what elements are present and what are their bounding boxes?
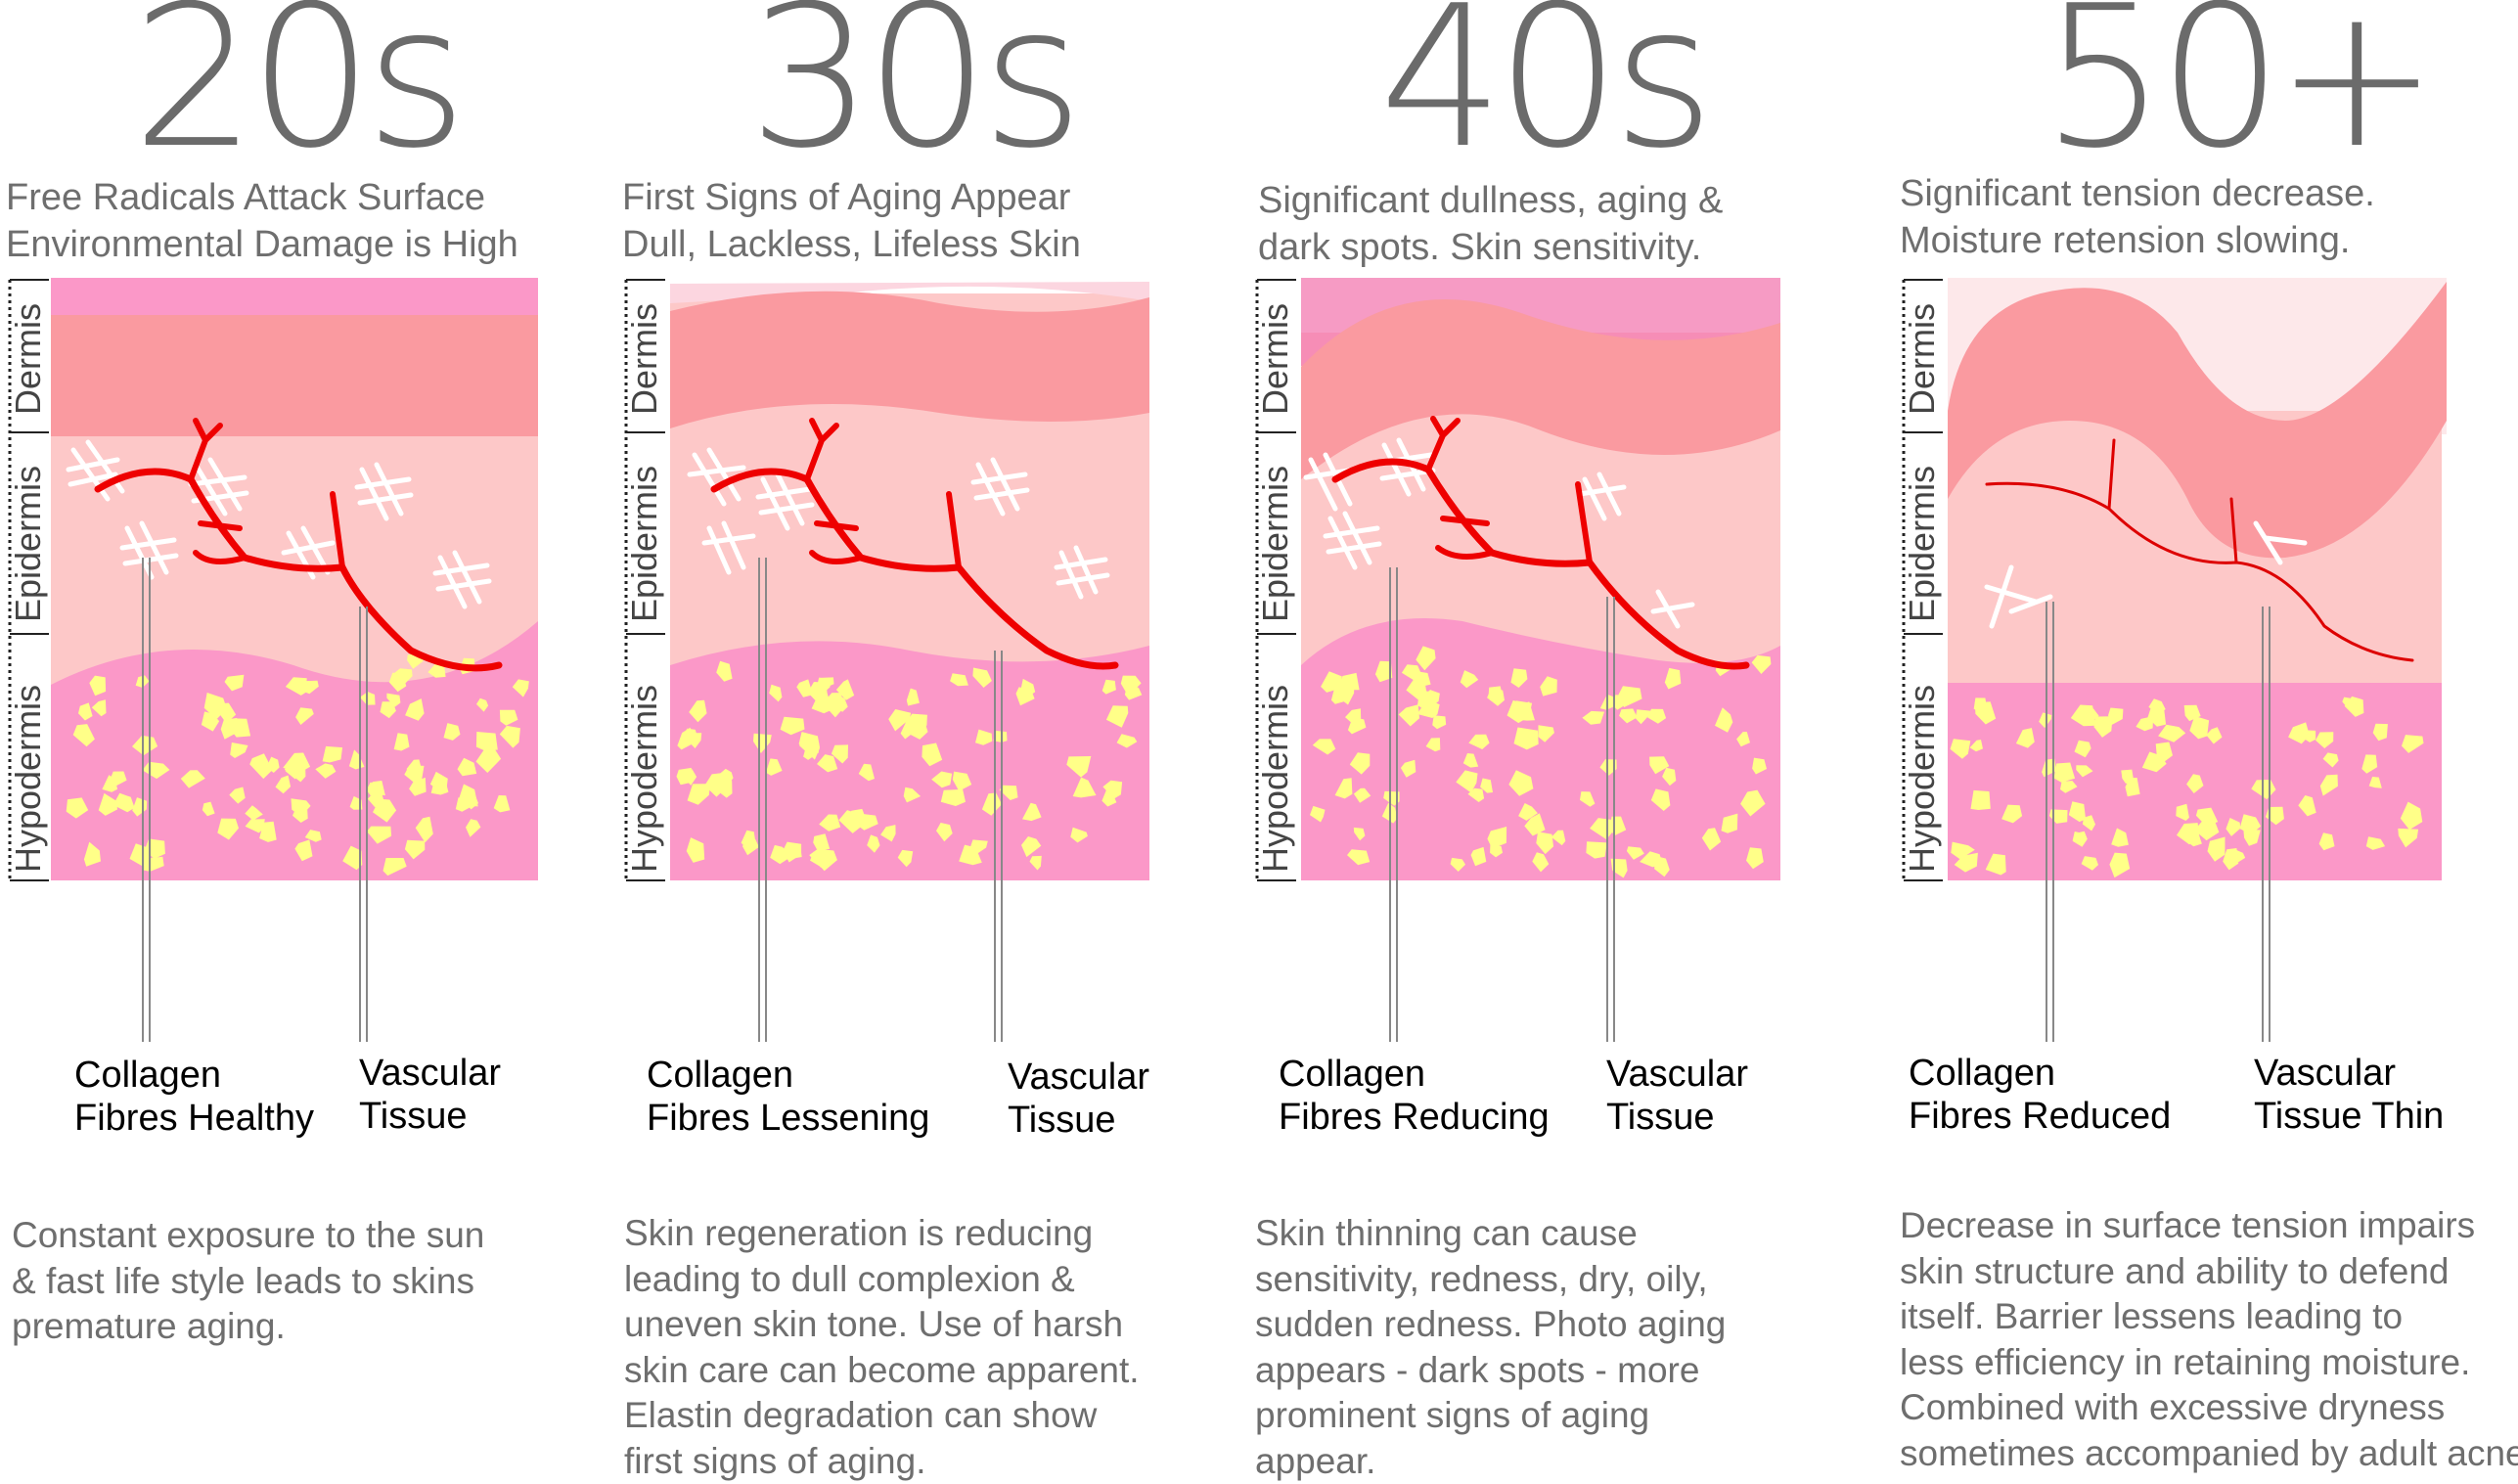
- panel-50plus: 50+ Significant tension decrease. Moistu…: [1900, 0, 2518, 1482]
- description-line: uneven skin tone. Use of harsh: [624, 1302, 1140, 1348]
- description-line: & fast life style leads to skins: [12, 1259, 484, 1305]
- description-line: sensitivity, redness, dry, oily,: [1255, 1257, 1726, 1303]
- dermis-label: Dermis: [1902, 303, 1942, 415]
- intro-line: Environmental Damage is High: [6, 221, 518, 268]
- surface-layer: [51, 278, 538, 315]
- description-line: Combined with excessive dryness: [1900, 1385, 2518, 1431]
- age-heading: 30s: [748, 0, 1076, 176]
- dermis-label: Dermis: [624, 303, 664, 415]
- description-line: Constant exposure to the sun: [12, 1213, 484, 1259]
- label-line: Tissue Thin: [2254, 1095, 2444, 1138]
- label-line: Collagen: [647, 1054, 929, 1097]
- vascular-label: Vascular Tissue: [1008, 1056, 1149, 1142]
- label-line: Tissue: [359, 1095, 501, 1138]
- description-line: skin care can become apparent.: [624, 1348, 1140, 1394]
- layer-bracket: Dermis Epidermis Hypodermis: [1902, 280, 1943, 880]
- description-line: Skin thinning can cause: [1255, 1211, 1726, 1257]
- intro-text: Free Radicals Attack Surface Environment…: [6, 174, 518, 268]
- hypodermis-label: Hypodermis: [1902, 685, 1942, 873]
- intro-text: Significant tension decrease. Moisture r…: [1900, 170, 2375, 264]
- intro-line: Moisture retension slowing.: [1900, 217, 2375, 264]
- intro-line: Significant tension decrease.: [1900, 170, 2375, 217]
- description-line: Decrease in surface tension impairs: [1900, 1203, 2518, 1249]
- layer-bracket: Dermis Epidermis Hypodermis: [1255, 280, 1296, 880]
- label-line: Fibres Healthy: [74, 1097, 314, 1140]
- description-line: prominent signs of aging: [1255, 1393, 1726, 1439]
- collagen-label: Collagen Fibres Lessening: [647, 1054, 929, 1140]
- collagen-label: Collagen Fibres Reducing: [1279, 1053, 1550, 1139]
- vascular-label: Vascular Tissue: [359, 1052, 501, 1138]
- dermis-label: Dermis: [8, 303, 48, 415]
- intro-text: First Signs of Aging Appear Dull, Lackle…: [622, 174, 1081, 268]
- label-line: Vascular: [359, 1052, 501, 1095]
- description-line: leading to dull complexion &: [624, 1257, 1140, 1303]
- hypodermis-label: Hypodermis: [624, 685, 664, 873]
- epidermis-label: Epidermis: [1255, 466, 1295, 622]
- intro-line: Significant dullness, aging &: [1258, 177, 1723, 224]
- label-line: Vascular: [1606, 1053, 1748, 1096]
- label-line: Tissue: [1008, 1099, 1149, 1142]
- fat-cell: [1971, 790, 1991, 810]
- epidermis-label: Epidermis: [624, 466, 664, 622]
- label-line: Collagen: [1909, 1052, 2171, 1095]
- fat-cell: [1974, 697, 1988, 711]
- layer-bracket: Dermis Epidermis Hypodermis: [8, 280, 49, 880]
- intro-line: First Signs of Aging Appear: [622, 174, 1081, 221]
- dermis-layer: [51, 315, 538, 436]
- description-line: appears - dark spots - more: [1255, 1348, 1726, 1394]
- label-line: Collagen: [74, 1054, 314, 1097]
- description-line: sudden redness. Photo aging: [1255, 1302, 1726, 1348]
- dermis-label: Dermis: [1255, 303, 1295, 415]
- vascular-label: Vascular Tissue: [1606, 1053, 1748, 1139]
- intro-line: Dull, Lackless, Lifeless Skin: [622, 221, 1081, 268]
- description-line: skin structure and ability to defend: [1900, 1249, 2518, 1295]
- description-line: Skin regeneration is reducing: [624, 1211, 1140, 1257]
- description: Skin thinning can cause sensitivity, red…: [1255, 1211, 1726, 1484]
- label-line: Fibres Reduced: [1909, 1095, 2171, 1138]
- label-line: Collagen: [1279, 1053, 1550, 1096]
- label-line: Fibres Lessening: [647, 1097, 929, 1140]
- description-line: sometimes accompanied by adult acne.: [1900, 1431, 2518, 1477]
- intro-line: dark spots. Skin sensitivity.: [1258, 224, 1723, 271]
- label-line: Fibres Reducing: [1279, 1096, 1550, 1139]
- skin-diagram: Dermis Epidermis Hypodermis: [0, 274, 548, 1037]
- panel-20s: 20s Free Radicals Attack Surface Environ…: [0, 0, 587, 1482]
- label-line: Vascular: [2254, 1052, 2444, 1095]
- hypodermis-label: Hypodermis: [8, 685, 48, 873]
- description-line: first signs of aging.: [624, 1439, 1140, 1484]
- dermis-layer: [670, 292, 1149, 428]
- panel-40s: 40s Significant dullness, aging & dark s…: [1247, 0, 1873, 1482]
- description: Skin regeneration is reducing leading to…: [624, 1211, 1140, 1484]
- hypodermis-label: Hypodermis: [1255, 685, 1295, 873]
- layer-bracket: Dermis Epidermis Hypodermis: [624, 280, 665, 880]
- description-line: less efficiency in retaining moisture.: [1900, 1340, 2518, 1386]
- description: Constant exposure to the sun & fast life…: [12, 1213, 484, 1350]
- age-heading: 40s: [1379, 0, 1707, 176]
- label-line: Tissue: [1606, 1096, 1748, 1139]
- skin-diagram: Dermis Epidermis Hypodermis: [616, 274, 1164, 1037]
- description-line: Elastin degradation can show: [624, 1393, 1140, 1439]
- intro-text: Significant dullness, aging & dark spots…: [1258, 177, 1723, 271]
- collagen-label: Collagen Fibres Healthy: [74, 1054, 314, 1140]
- skin-diagram: Dermis Epidermis Hypodermis: [1247, 274, 1795, 1037]
- vascular-label: Vascular Tissue Thin: [2254, 1052, 2444, 1138]
- intro-line: Free Radicals Attack Surface: [6, 174, 518, 221]
- age-heading: 50+: [2042, 0, 2431, 176]
- description: Decrease in surface tension impairs skin…: [1900, 1203, 2518, 1476]
- panel-30s: 30s First Signs of Aging Appear Dull, La…: [616, 0, 1242, 1482]
- epidermis-label: Epidermis: [1902, 466, 1942, 622]
- age-heading: 20s: [132, 0, 460, 176]
- epidermis-label: Epidermis: [8, 466, 48, 622]
- description-line: itself. Barrier lessens leading to: [1900, 1294, 2518, 1340]
- label-line: Vascular: [1008, 1056, 1149, 1099]
- description-line: appear.: [1255, 1439, 1726, 1484]
- skin-diagram: Dermis Epidermis Hypodermis: [1894, 274, 2481, 1037]
- collagen-label: Collagen Fibres Reduced: [1909, 1052, 2171, 1138]
- description-line: premature aging.: [12, 1304, 484, 1350]
